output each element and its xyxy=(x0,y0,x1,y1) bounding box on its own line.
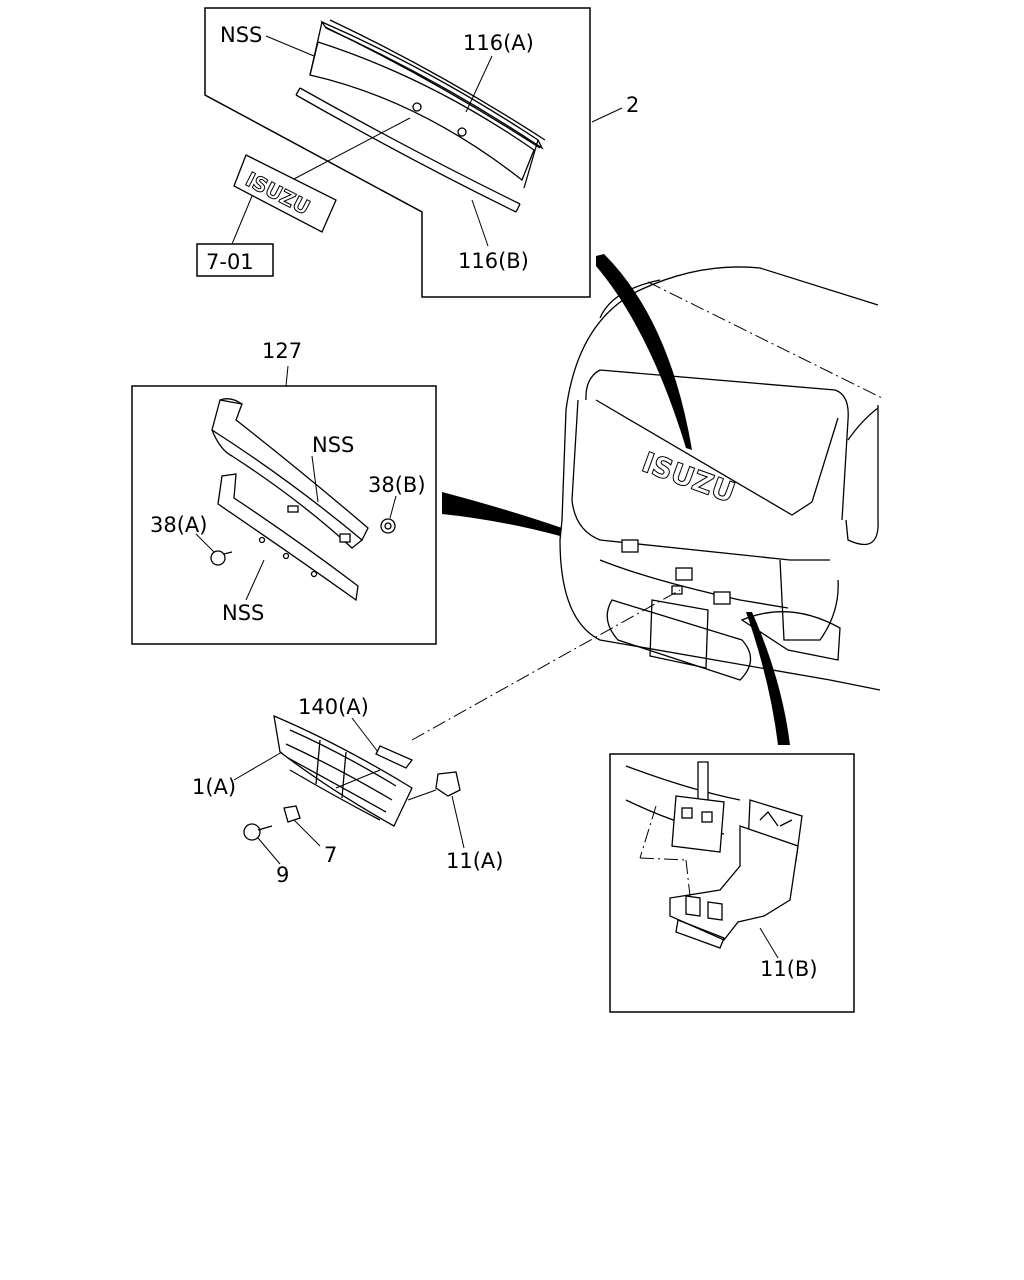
lower-grille-panel xyxy=(217,473,359,602)
label-nss-top: NSS xyxy=(220,23,262,47)
label-116a: 116(A) xyxy=(463,31,534,55)
part-140a xyxy=(375,745,414,769)
label-116b: 116(B) xyxy=(458,249,529,273)
label-11a: 11(A) xyxy=(446,849,503,873)
clip-38b xyxy=(380,518,396,534)
isuzu-emblem: ISUZU xyxy=(233,154,337,233)
garnish-detail-group: NSS 116(A) 116(B) 2 ISUZU 7-01 xyxy=(196,7,639,298)
pointer-arrow-garnish xyxy=(596,254,692,450)
label-38b: 38(B) xyxy=(368,473,426,497)
pointer-arrow-grille xyxy=(442,492,562,536)
vehicle-front-view: ISUZU xyxy=(559,266,883,691)
bracket-detail-box xyxy=(609,753,855,1013)
label-38a: 38(A) xyxy=(150,513,207,537)
upper-grille-bar xyxy=(211,398,369,549)
moulding-strip-b xyxy=(295,87,521,213)
moulding-strip-a xyxy=(324,19,546,149)
ref-box-7-01 xyxy=(196,243,274,277)
label-1a: 1(A) xyxy=(192,775,236,799)
grommet-7 xyxy=(283,805,301,823)
label-140a: 140(A) xyxy=(298,695,369,719)
label-7-01: 7-01 xyxy=(206,250,254,274)
grille-assembly-box xyxy=(131,385,437,645)
label-9: 9 xyxy=(276,863,289,887)
grille-assembly-detail-group: 127 NSS 38(B) 38(A) NSS xyxy=(131,339,437,645)
label-127: 127 xyxy=(262,339,302,363)
loose-parts-group: 140(A) 1(A) 7 9 11(A) xyxy=(192,589,681,887)
front-grille-1a xyxy=(273,714,413,827)
bracket-detail-group: 11(B) xyxy=(609,753,855,1013)
screw-9 xyxy=(243,823,273,841)
bracket-11a xyxy=(435,771,461,797)
label-11b: 11(B) xyxy=(760,957,818,981)
garnish-panel xyxy=(309,20,544,189)
label-ref-2: 2 xyxy=(626,93,639,117)
garnish-detail-box xyxy=(204,7,591,298)
pointer-arrow-bracket xyxy=(746,612,790,745)
label-nss-bottom: NSS xyxy=(222,601,264,625)
vehicle-emblem-text: ISUZU xyxy=(638,446,740,510)
clip-38a xyxy=(210,550,233,566)
label-7: 7 xyxy=(324,843,337,867)
bracket-11b xyxy=(625,761,803,949)
label-nss-middle: NSS xyxy=(312,433,354,457)
